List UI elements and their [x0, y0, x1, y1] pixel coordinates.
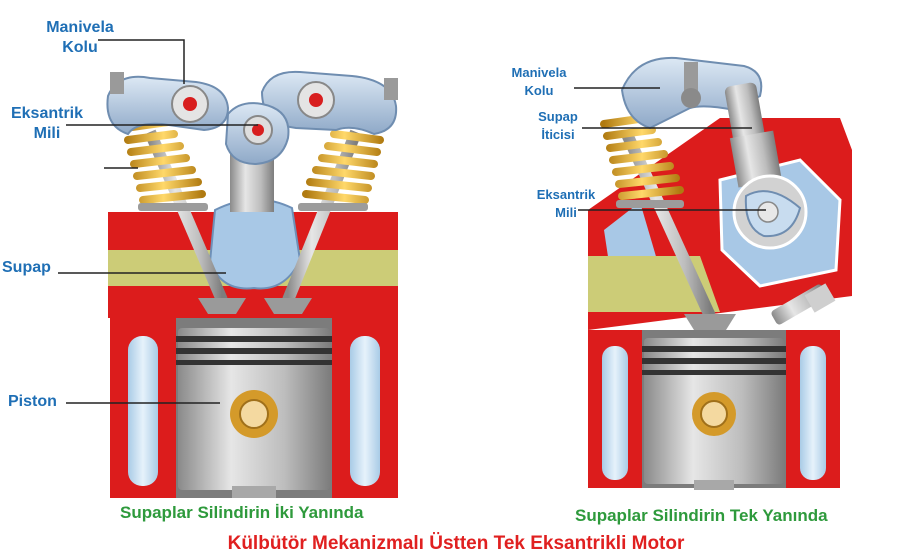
label-rocker-arm-left: Manivela Kolu — [46, 19, 114, 56]
right-coolant-head — [604, 202, 660, 270]
label-piston-left: Piston — [8, 393, 57, 410]
label-valve-left: Supap — [2, 259, 51, 276]
right-tappet — [724, 82, 782, 188]
left-coolant-channel — [128, 336, 158, 486]
left-caption: Supaplar Silindirin İki Yanında — [120, 503, 364, 522]
left-coolant-channel — [350, 336, 380, 486]
right-caption: Supaplar Silindirin Tek Yanında — [575, 506, 828, 525]
right-coolant-channel — [800, 346, 826, 480]
right-rocker-arm — [620, 56, 763, 130]
right-camshaft — [732, 174, 808, 250]
label-tappet-right: Supap İticisi — [538, 109, 578, 142]
label-rocker-arm-right: Manivela Kolu — [511, 65, 567, 98]
right-piston — [642, 338, 786, 490]
left-camshaft — [224, 102, 290, 166]
right-valve-spring — [600, 114, 684, 208]
label-camshaft-right: Eksantrik Mili — [536, 187, 596, 220]
right-engine-diagram — [574, 56, 852, 490]
left-combustion-chamber — [208, 198, 302, 290]
leader-rocker-arm — [98, 39, 185, 84]
right-spark-plug — [771, 283, 836, 325]
left-rocker-arm-left — [106, 72, 230, 136]
left-engine-diagram — [58, 39, 398, 498]
left-rocker-arm-right — [260, 70, 398, 136]
label-camshaft-left: Eksantrik Mili — [10, 105, 84, 142]
figure-title: Külbütör Mekanizmalı Üstten Tek Eksantri… — [227, 533, 685, 554]
left-leader-lines — [58, 39, 258, 404]
right-leader-lines — [574, 87, 766, 211]
right-coolant-channel — [602, 346, 628, 480]
left-piston — [176, 328, 332, 498]
right-valve — [620, 129, 736, 330]
